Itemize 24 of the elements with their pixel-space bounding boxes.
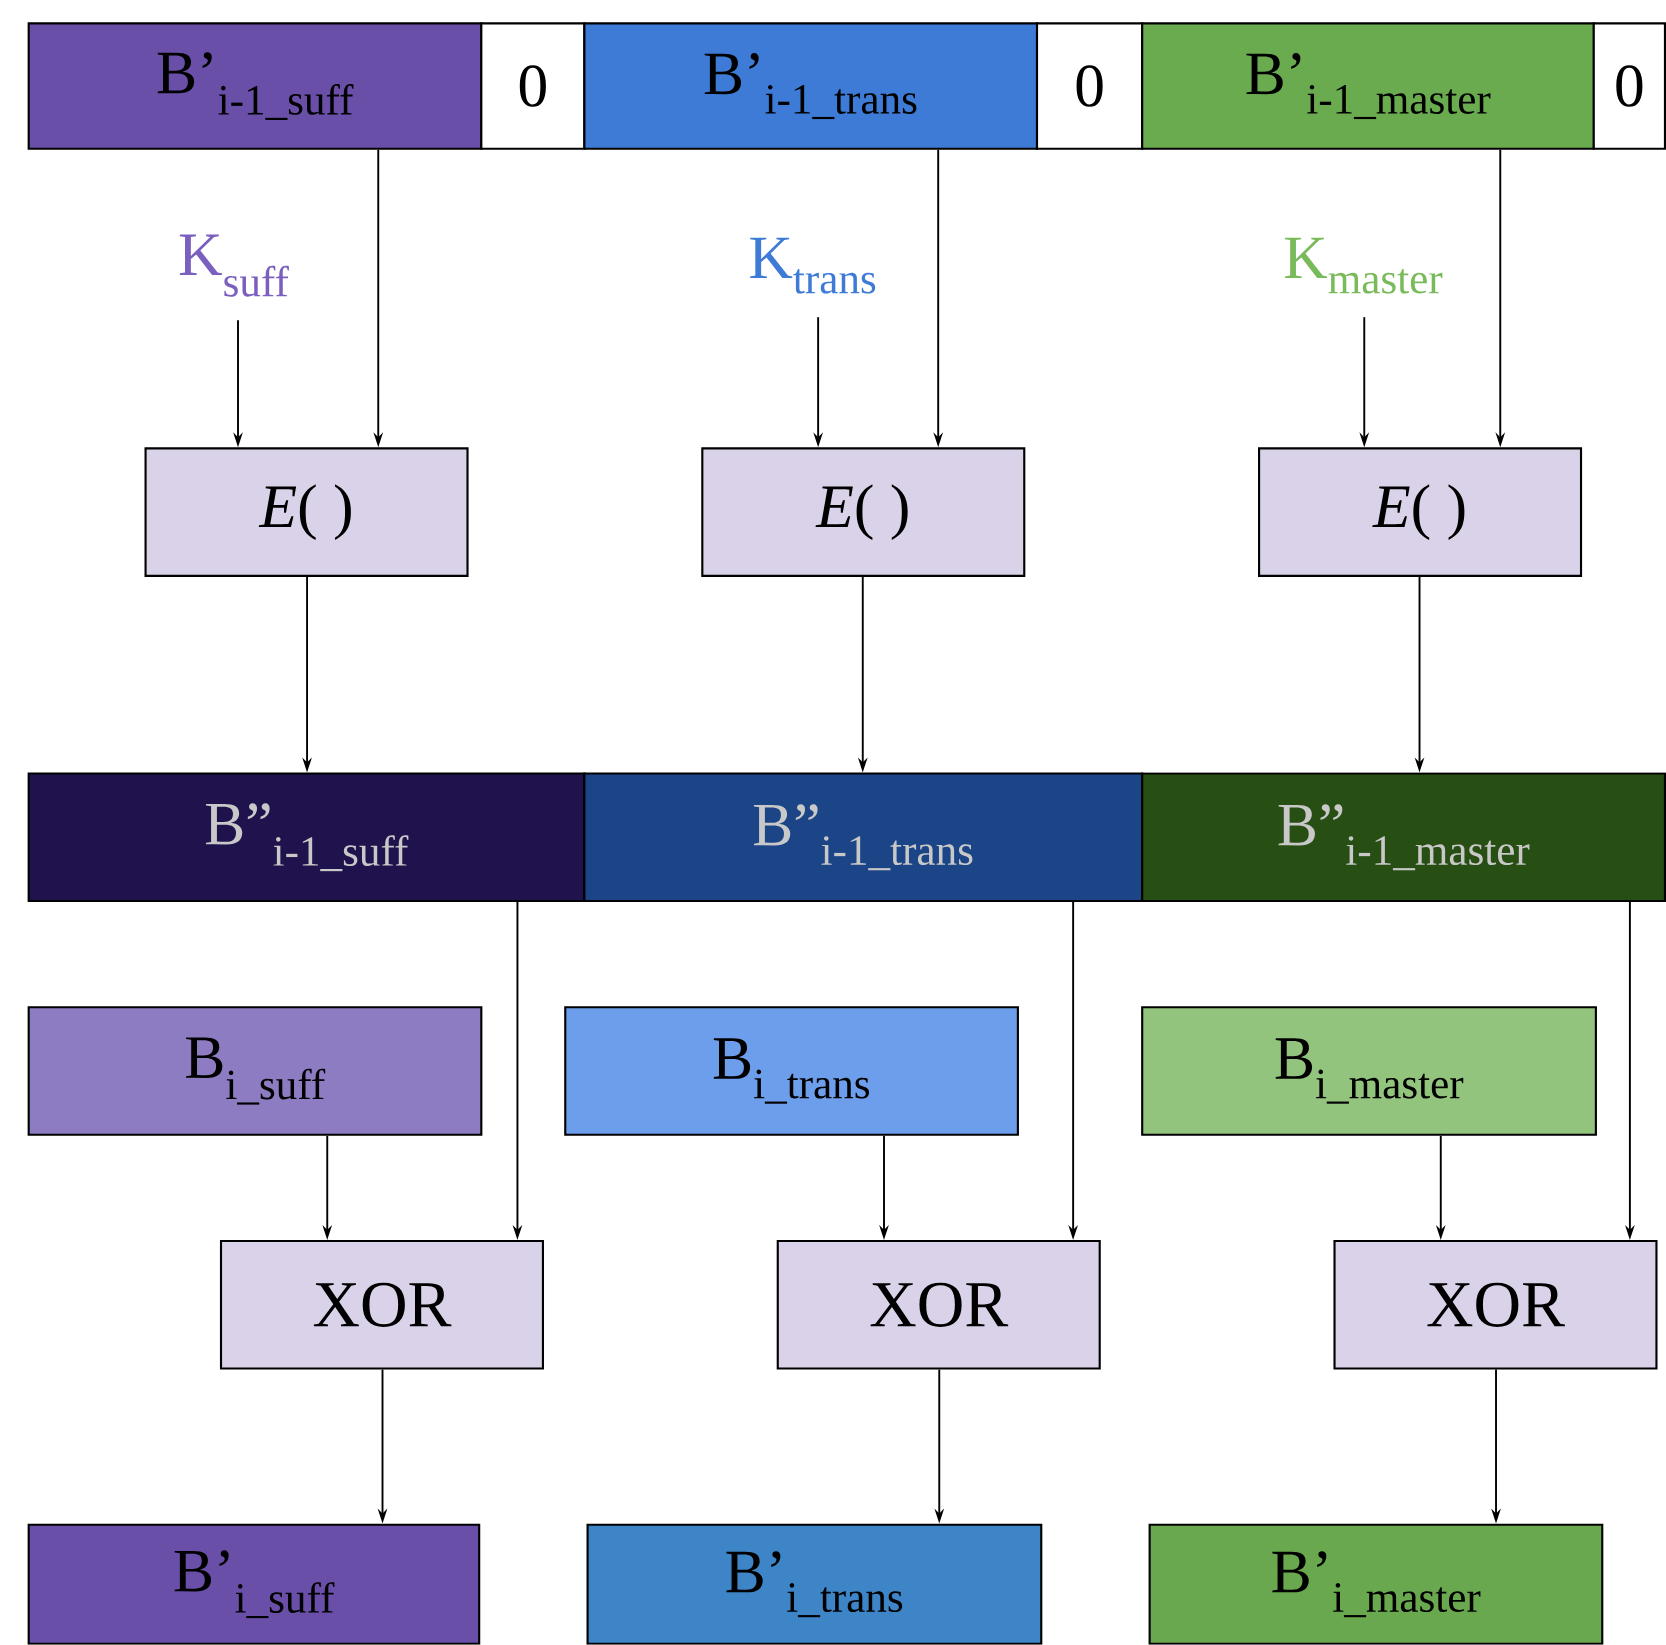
xor-box: XOR [219,1240,544,1370]
register-block: B”$_{i-1_suff}$ [27,772,586,903]
register-block: B$_{i_trans}$ [564,1006,1019,1136]
function-box: E( ) [1258,447,1583,578]
padding-cell: 0 [1592,22,1666,150]
register-block: B”$_{i-1_trans}$ [583,772,1144,903]
function-box: E( ) [701,447,1026,578]
key-label: K$_{suff}$ [179,234,289,297]
key-label: K$_{trans}$ [750,237,876,294]
padding-cell: 0 [480,22,586,150]
register-block: B’$_{i-1_trans}$ [583,22,1039,150]
padding-cell: 0 [1035,22,1144,150]
register-block: B’$_{i-1_master}$ [1141,22,1595,150]
register-block: B$_{i_master}$ [1141,1006,1597,1136]
register-block: B’$_{i_trans}$ [586,1523,1043,1645]
register-block: B’$_{i_master}$ [1148,1523,1604,1645]
xor-box: XOR [776,1240,1101,1370]
register-block: B’$_{i_suff}$ [27,1523,481,1645]
function-box: E( ) [144,447,469,578]
xor-box: XOR [1333,1240,1658,1370]
register-block: B$_{i_suff}$ [27,1006,483,1136]
register-block: B”$_{i-1_master}$ [1141,772,1666,903]
register-block: B’$_{i-1_suff}$ [27,22,483,150]
key-label: K$_{master}$ [1285,237,1443,294]
